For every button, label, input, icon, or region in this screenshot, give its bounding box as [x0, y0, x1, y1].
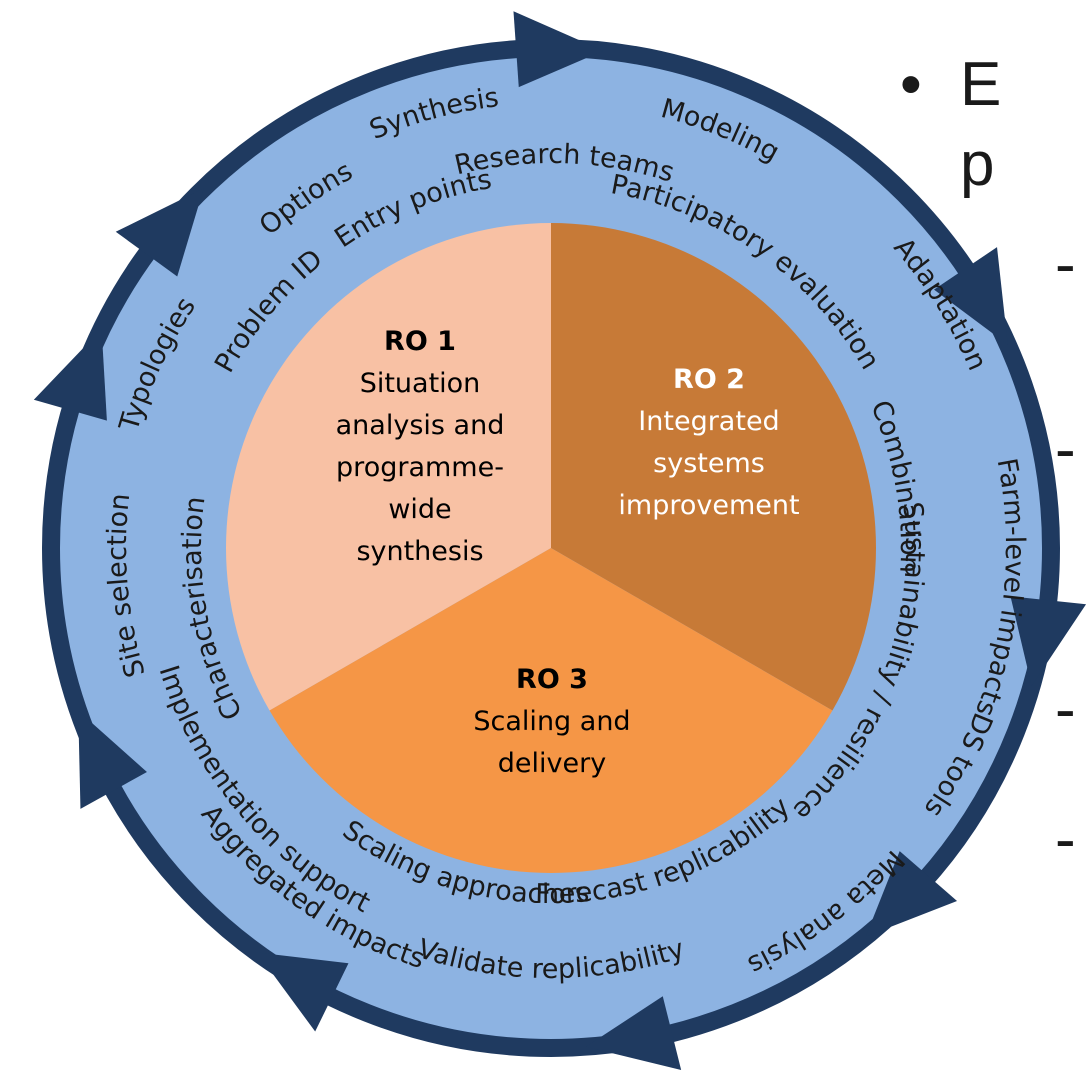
bullet-glyph: • — [900, 50, 922, 119]
ro2-line-1: Integrated — [638, 406, 779, 437]
dash-2: - — [1055, 415, 1076, 484]
ro1-line-3: programme- — [336, 452, 504, 483]
sector-ro2-text: RO 2 Integrated systems improvement — [618, 364, 799, 521]
cycle-arrowhead — [78, 710, 147, 809]
ro1-line-4: wide — [388, 494, 451, 525]
ro3-line-1: Scaling and — [473, 706, 630, 737]
sector-ro1-text: RO 1 Situation analysis and programme- w… — [336, 326, 505, 567]
ro1-title: RO 1 — [384, 326, 456, 357]
cycle-arrows — [33, 11, 1087, 1071]
sector-ro2 — [551, 223, 876, 711]
cycle-arrowhead — [33, 328, 107, 421]
ro1-line-5: synthesis — [356, 536, 483, 567]
dash-4: - — [1055, 805, 1076, 874]
ro1-line-2: analysis and — [336, 410, 505, 441]
ro2-title: RO 2 — [673, 364, 745, 395]
cycle-arrowhead — [934, 247, 1008, 345]
background-slide-text: • E p - - - - — [900, 50, 1076, 874]
sector-ro1 — [225, 223, 551, 711]
ro2-line-2: systems — [653, 448, 765, 479]
cycle-arrowhead — [513, 11, 604, 88]
cycle-arrowhead — [585, 996, 682, 1071]
cycle-arrowhead — [1010, 596, 1087, 686]
ro3-title: RO 3 — [516, 664, 588, 695]
ro1-line-1: Situation — [360, 368, 481, 399]
ro2-line-3: improvement — [618, 490, 799, 521]
dash-3: - — [1055, 675, 1076, 744]
cycle-arrowhead — [865, 851, 958, 937]
bullet-fragment-1: E — [960, 50, 1001, 119]
bullet-fragment-2: p — [960, 130, 994, 199]
sector-ro3-text: RO 3 Scaling and delivery — [473, 664, 630, 779]
cycle-arrowhead — [115, 188, 204, 277]
dash-1: - — [1055, 230, 1076, 299]
ro3-line-2: delivery — [498, 748, 606, 779]
cycle-arrowhead — [257, 952, 349, 1032]
sector-ro3 — [269, 548, 833, 873]
